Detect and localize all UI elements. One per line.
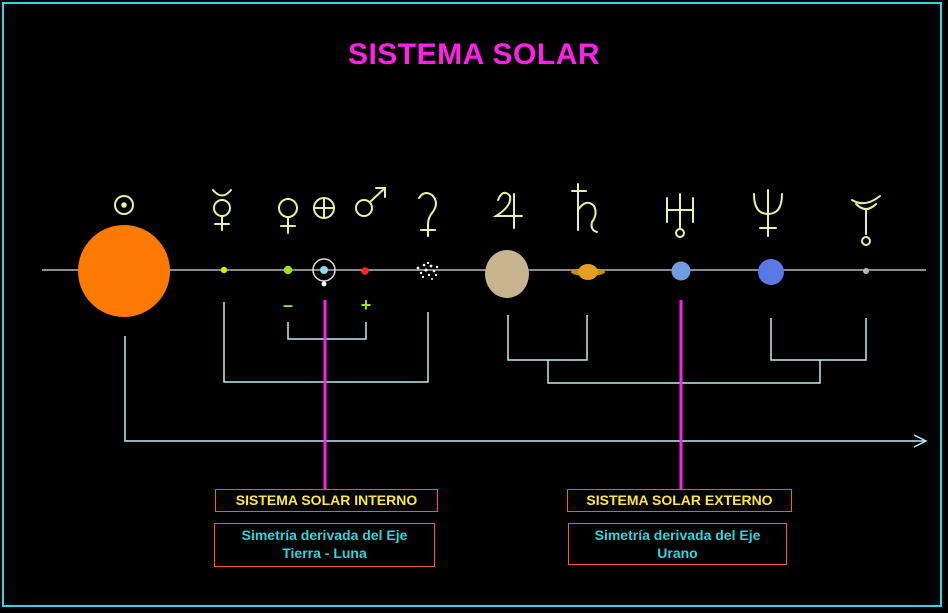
earth-symbol-icon	[313, 197, 335, 219]
saturn-body	[571, 264, 605, 280]
inner-system-description: Simetría derivada del Eje Tierra - Luna	[214, 523, 435, 567]
neptune-body	[758, 259, 784, 285]
asteroid-belt	[416, 261, 439, 280]
jupiter-saturn-bracket	[507, 315, 588, 361]
jupiter-body	[485, 250, 529, 298]
ceres-symbol-icon	[418, 192, 437, 237]
plus-marker: +	[361, 295, 372, 315]
outer-system-bracket	[547, 360, 821, 384]
sun-symbol-icon	[114, 195, 134, 215]
jupiter-symbol-icon	[492, 191, 523, 229]
inner-desc-line1: Simetría derivada del Eje	[241, 527, 408, 543]
outer-desc-line1: Simetría derivada del Eje	[594, 527, 761, 543]
mars-symbol-icon	[355, 187, 386, 217]
uranus-body	[671, 261, 691, 281]
outer-system-description: Simetría derivada del Eje Urano	[568, 523, 787, 565]
sun-body	[78, 225, 170, 317]
outer-system-label: SISTEMA SOLAR EXTERNO	[567, 489, 792, 512]
mars-body	[361, 267, 369, 275]
outer-desc-line2: Urano	[657, 545, 698, 561]
diagram-frame	[2, 2, 942, 607]
inner-system-label: SISTEMA SOLAR INTERNO	[215, 489, 438, 512]
mercury-body	[220, 266, 228, 274]
earth-moon-body	[312, 258, 336, 287]
mercury-symbol-icon	[212, 189, 232, 231]
sun-axis-arrow-line	[124, 336, 926, 442]
neptune-symbol-icon	[753, 189, 783, 237]
venus-symbol-icon	[278, 198, 298, 234]
uranus-symbol-icon	[666, 193, 694, 238]
minus-marker: –	[283, 295, 293, 315]
saturn-symbol-icon	[571, 183, 598, 233]
inner-desc-line2: Tierra - Luna	[282, 545, 367, 561]
neptune-pluto-bracket	[770, 318, 867, 361]
sun-axis-arrowhead-icon	[913, 434, 928, 448]
venus-mars-bracket	[287, 322, 367, 340]
venus-body	[283, 265, 293, 275]
diagram-title: SISTEMA SOLAR	[347, 38, 601, 71]
pluto-symbol-icon	[851, 195, 881, 246]
pluto-body	[863, 268, 869, 274]
